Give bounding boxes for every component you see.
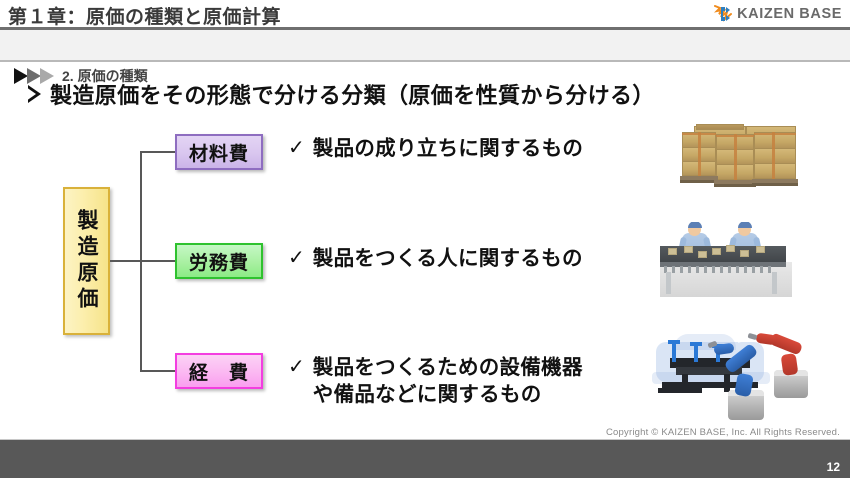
category-box-material-cost: 材料費 xyxy=(175,134,263,170)
title-divider xyxy=(0,27,850,30)
category-box-labor-cost: 労務費 xyxy=(175,243,263,279)
section-title: 2. 原価の種類 xyxy=(62,68,148,84)
kaizen-base-logo: KAIZEN BASE xyxy=(713,4,842,24)
category-label: 経 費 xyxy=(188,362,249,384)
root-node-manufacturing-cost: 製造原価 xyxy=(63,187,110,335)
description-text: 製品をつくる人に関するもの xyxy=(312,247,583,270)
logo-wordmark: KAIZEN BASE xyxy=(737,6,842,22)
description-labor-cost: ✓ 製品をつくる人に関するもの xyxy=(288,245,583,272)
description-text-block: 製品をつくるための設備機器 や備品などに関するもの xyxy=(313,354,583,408)
footer-divider xyxy=(0,439,850,440)
triangle-bullet-icon xyxy=(26,85,41,103)
footer-bar: 12 xyxy=(0,440,850,478)
description-material-cost: ✓ 製品の成り立ちに関するもの xyxy=(288,135,583,162)
description-text: 製品の成り立ちに関するもの xyxy=(312,137,584,160)
kaizen-logo-icon xyxy=(713,5,733,23)
check-mark-icon: ✓ xyxy=(288,137,305,159)
category-label: 労務費 xyxy=(188,252,249,274)
chapter-title: 第１章：原価の種類と原価計算 xyxy=(8,7,282,28)
section-divider xyxy=(0,60,850,62)
root-node-label: 製造原価 xyxy=(75,209,98,313)
description-expenses: ✓ 製品をつくるための設備機器 や備品などに関するもの xyxy=(288,354,583,408)
connector-branch-1 xyxy=(140,151,176,153)
check-mark-icon: ✓ xyxy=(288,247,305,269)
description-text-line1: 製品をつくるための設備機器 xyxy=(312,356,583,379)
section-bar: 2. 原価の種類 xyxy=(0,30,850,84)
main-heading: 製造原価をその形態で分ける分類（原価を性質から分ける） xyxy=(26,78,655,110)
cost-classification-diagram: 製造原価 材料費 労務費 経 費 ✓ 製品の成り立ちに関するもの ✓ 製品をつく… xyxy=(0,110,850,430)
image-industrial-robot-arms xyxy=(652,332,850,432)
image-cardboard-boxes-on-pallets xyxy=(668,120,843,198)
image-workers-at-conveyor-line xyxy=(660,222,850,297)
description-text-line2: や備品などに関するもの xyxy=(312,383,542,407)
page-number: 12 xyxy=(826,460,840,474)
main-heading-text: 製造原価をその形態で分ける分類（原価を性質から分ける） xyxy=(50,83,655,108)
connector-branch-3 xyxy=(140,370,176,372)
slide-title-bar: 第１章：原価の種類と原価計算 KAIZEN BASE xyxy=(0,0,850,28)
category-label: 材料費 xyxy=(188,143,249,165)
category-box-expenses: 経 費 xyxy=(175,353,263,389)
check-mark-icon: ✓ xyxy=(288,356,305,378)
connector-stem xyxy=(110,260,142,262)
copyright-text: Copyright © KAIZEN BASE, Inc. All Rights… xyxy=(605,427,840,438)
connector-branch-2 xyxy=(140,260,176,262)
chevron-arrows-icon xyxy=(14,68,62,84)
